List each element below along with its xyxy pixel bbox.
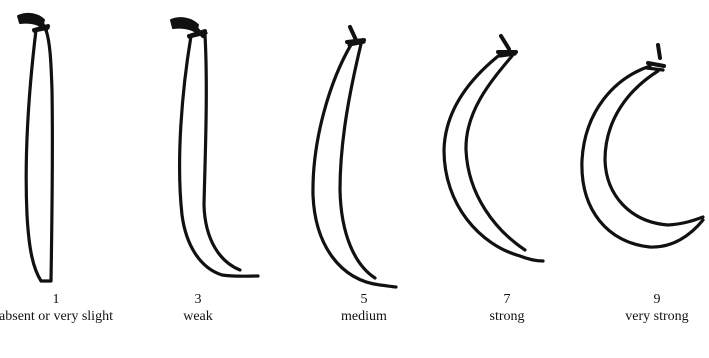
level-note: 9 xyxy=(592,291,709,308)
level-note: 3 xyxy=(133,291,263,308)
caption-level-3: 3 weak xyxy=(133,291,263,325)
level-label: strong xyxy=(442,308,572,325)
caption-level-1: 1 absent or very slight xyxy=(0,291,121,325)
level-label: weak xyxy=(133,308,263,325)
level-note: 1 xyxy=(0,291,121,308)
level-label: medium xyxy=(299,308,429,325)
level-note: 5 xyxy=(299,291,429,308)
caption-level-9: 9 very strong xyxy=(592,291,709,325)
level-note: 7 xyxy=(442,291,572,308)
pod-illustration-7 xyxy=(444,36,543,261)
pod-illustration-1 xyxy=(18,14,52,281)
caption-level-7: 7 strong xyxy=(442,291,572,325)
pod-illustrations xyxy=(0,0,709,290)
pod-illustration-5 xyxy=(313,27,396,287)
caption-level-5: 5 medium xyxy=(299,291,429,325)
level-label: absent or very slight xyxy=(0,308,121,325)
pod-illustration-9 xyxy=(582,45,703,247)
pod-illustration-3 xyxy=(171,18,258,276)
level-label: very strong xyxy=(592,308,709,325)
